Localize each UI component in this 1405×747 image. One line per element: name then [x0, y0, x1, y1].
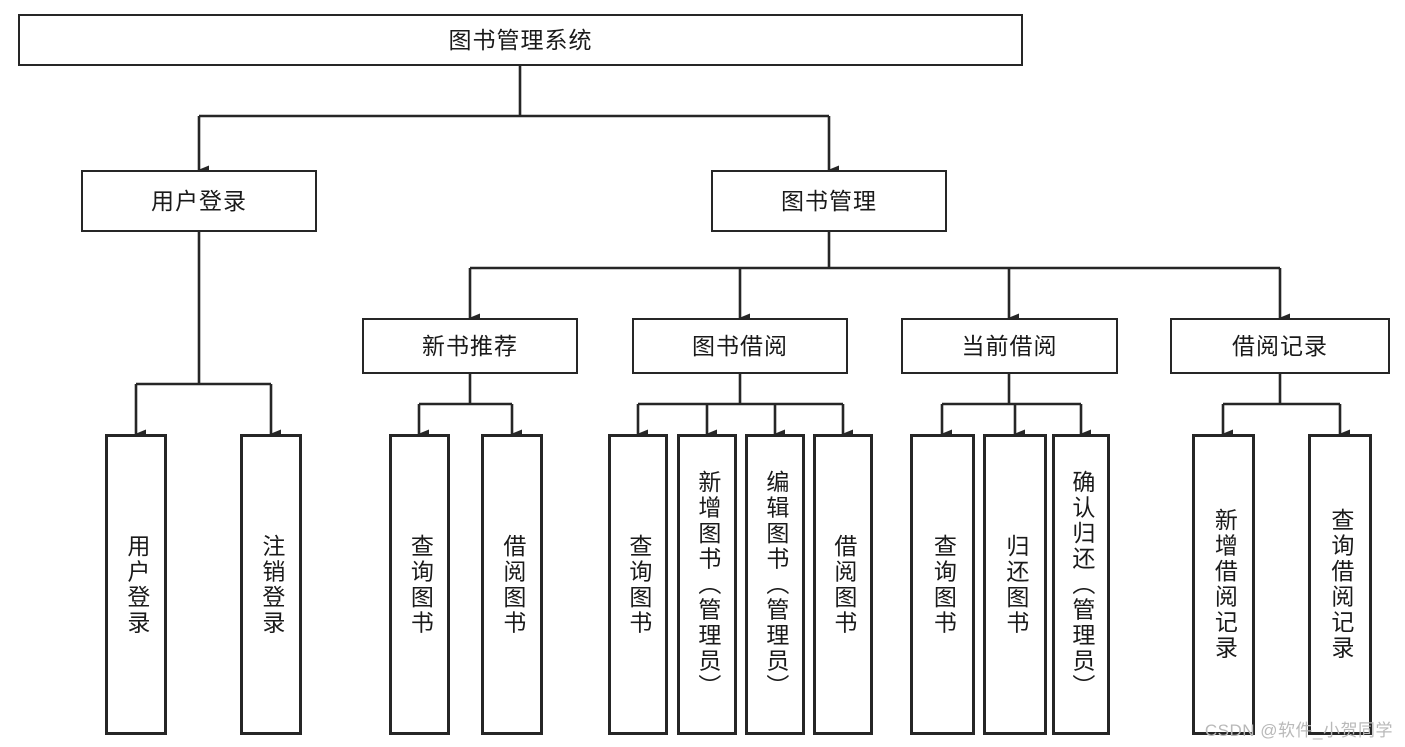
node-label: 新书推荐	[422, 332, 518, 359]
watermark: CSDN @软件_小贺同学	[1204, 721, 1393, 740]
node-label: 图书管理	[781, 187, 877, 214]
node-leaf-user-login[interactable]: 用户登录	[105, 434, 167, 735]
node-borrow-record[interactable]: 借阅记录	[1170, 318, 1390, 374]
node-leaf-borrow-book-recommend[interactable]: 借阅图书	[481, 434, 543, 735]
node-user-login[interactable]: 用户登录	[81, 170, 317, 232]
node-leaf-query-borrow-record[interactable]: 查询借阅记录	[1308, 434, 1372, 735]
node-label: 归还图书	[1002, 533, 1029, 636]
node-label: 图书借阅	[692, 332, 788, 359]
node-leaf-add-borrow-record[interactable]: 新增借阅记录	[1192, 434, 1255, 735]
node-label: 查询图书	[407, 533, 434, 636]
node-current-borrow[interactable]: 当前借阅	[901, 318, 1118, 374]
node-book-management[interactable]: 图书管理	[711, 170, 947, 232]
node-leaf-logout[interactable]: 注销登录	[240, 434, 302, 735]
node-label: 确认归还（管理员）	[1068, 469, 1095, 700]
node-label: 查询借阅记录	[1327, 508, 1354, 661]
node-label: 查询图书	[930, 533, 957, 636]
node-label: 注销登录	[258, 533, 285, 636]
node-root-system[interactable]: 图书管理系统	[18, 14, 1023, 66]
node-label: 新增图书（管理员）	[694, 469, 721, 700]
node-label: 用户登录	[123, 533, 150, 636]
node-label: 用户登录	[151, 187, 247, 214]
node-label: 借阅记录	[1232, 332, 1328, 359]
node-leaf-return-book[interactable]: 归还图书	[983, 434, 1047, 735]
node-leaf-add-book-admin[interactable]: 新增图书（管理员）	[677, 434, 737, 735]
node-leaf-query-book-borrow[interactable]: 查询图书	[608, 434, 668, 735]
node-label: 当前借阅	[961, 332, 1058, 359]
node-label: 图书管理系统	[448, 26, 593, 53]
node-label: 借阅图书	[499, 533, 526, 636]
node-book-borrow[interactable]: 图书借阅	[632, 318, 848, 374]
node-leaf-confirm-return-admin[interactable]: 确认归还（管理员）	[1052, 434, 1110, 735]
node-label: 编辑图书（管理员）	[762, 469, 789, 700]
node-label: 新增借阅记录	[1211, 508, 1238, 661]
node-leaf-query-book-current[interactable]: 查询图书	[910, 434, 975, 735]
node-leaf-edit-book-admin[interactable]: 编辑图书（管理员）	[745, 434, 805, 735]
node-label: 查询图书	[625, 533, 652, 636]
node-label: 借阅图书	[830, 533, 857, 636]
node-new-book-recommend[interactable]: 新书推荐	[362, 318, 578, 374]
node-leaf-borrow-book[interactable]: 借阅图书	[813, 434, 873, 735]
node-leaf-query-book-recommend[interactable]: 查询图书	[389, 434, 450, 735]
